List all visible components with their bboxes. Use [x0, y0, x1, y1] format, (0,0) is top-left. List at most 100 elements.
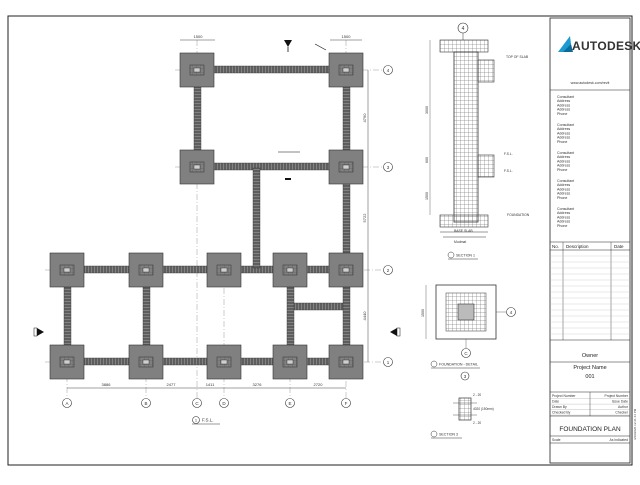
grid-bubble-label: C [195, 401, 199, 406]
consultant-line: Phone [557, 168, 567, 172]
revision-header-date: Date [614, 244, 624, 249]
consultant-line: Address [557, 187, 570, 191]
footing [328, 149, 364, 185]
consultant-line: Address [557, 164, 570, 168]
dimension-right: 4790 [362, 113, 367, 123]
footing-dimension: 1500 [421, 309, 425, 317]
scale-label: Scale [552, 438, 561, 442]
grid-bubble-f: F [341, 398, 351, 408]
consultant-line: Address [557, 136, 570, 140]
consultant-line: Consultant [557, 123, 574, 127]
section-label: Mudmat [454, 240, 466, 244]
sheet-info-value: Project Number [604, 394, 628, 398]
footing [128, 344, 164, 380]
sheet-info-label: Checked By [552, 411, 571, 415]
column-section-label: 2 - 20 [473, 421, 481, 425]
footing [49, 252, 85, 288]
grade-beams [63, 65, 351, 366]
sheet-info-value: Checker [615, 411, 628, 415]
sheet-info-value: Issue Date [612, 400, 628, 404]
dimension-bottom: 2720 [314, 382, 324, 387]
grid-lines [45, 40, 382, 398]
grid-bubble-e: E [285, 398, 295, 408]
plan-title-number: 1 [195, 418, 198, 423]
plan-title: 1 F.S.L. [192, 416, 220, 425]
footing [272, 344, 308, 380]
footing-title: FOUNDATION - DETAIL [439, 363, 478, 367]
footing-grid-letter: C [464, 351, 468, 356]
section-dimension: 600 [425, 157, 429, 163]
grid-bubble-label: D [222, 401, 226, 406]
column-section-title: SECTION 3 [439, 433, 458, 437]
section-title: SECTION 1 [456, 254, 475, 258]
consultant-line: Consultant [557, 179, 574, 183]
section-dimension: 1500 [425, 192, 429, 200]
footing [328, 344, 364, 380]
section-label: F.S.L. [504, 169, 513, 173]
consultant-line: Phone [557, 196, 567, 200]
dimension-top: 1500 [342, 34, 352, 39]
revision-header-description: Description [566, 244, 589, 249]
consultants-list: ConsultantAddressAddressAddressPhoneCons… [557, 95, 574, 228]
consultant-line: Address [557, 183, 570, 187]
footing [128, 252, 164, 288]
autodesk-logo: AUTODESK [558, 36, 640, 53]
dimension-right: 4440 [362, 311, 367, 321]
grid-bubble-4: 4 [383, 65, 393, 75]
plan-title-text: F.S.L. [202, 418, 214, 423]
print-timestamp: 3/29/2020 12:21:44 PM [633, 408, 637, 440]
footing [179, 149, 215, 185]
consultant-line: Address [557, 99, 570, 103]
section-label: F.S.L. [504, 152, 513, 156]
grid-bubble-label: 3 [387, 165, 390, 170]
scale-value: As indicated [610, 438, 629, 442]
section-label: FOUNDATION [507, 213, 530, 217]
dimension-bottom: 3886 [102, 382, 112, 387]
consultant-line: Phone [557, 112, 567, 116]
project-number-value: 001 [585, 374, 594, 380]
column-section: 3 2 - 20 4020 (150mm) 2 - 20 SECTION 3 [430, 371, 494, 439]
footing [206, 252, 242, 288]
footing [179, 52, 215, 88]
grid-bubble-label: F [345, 401, 348, 406]
autodesk-logo-text: AUTODESK [572, 39, 640, 53]
consultant-line: Address [557, 108, 570, 112]
dimension-text: 3886 2477 1411 3276 2720 4790 5722 4440 … [102, 34, 367, 387]
section-label: TOP OF SLAB [506, 55, 529, 59]
dimension-bottom: 3276 [253, 382, 263, 387]
footing [272, 252, 308, 288]
dimension-right: 5722 [362, 213, 367, 223]
owner-text: Owner [582, 353, 598, 359]
consultant-line: Address [557, 220, 570, 224]
footing [328, 252, 364, 288]
revision-header-no: No. [552, 244, 559, 249]
footings [49, 52, 364, 380]
consultant-line: Consultant [557, 151, 574, 155]
consultant-line: Address [557, 211, 570, 215]
column-section-marker: 3 [464, 374, 467, 379]
sheet-border [7, 15, 633, 466]
grid-bubble-2: 2 [383, 265, 393, 275]
section-label: BASE SLAB [454, 229, 473, 233]
section-marker-number: 4 [462, 26, 465, 32]
detail-views: 4 3000 600 1500 TOP OF SLAB F.S.L. F.S.L… [421, 22, 530, 439]
sheet-info-label: Drawn By [552, 405, 567, 409]
consultant-line: Consultant [557, 207, 574, 211]
consultant-line: Address [557, 159, 570, 163]
footing [206, 344, 242, 380]
grid-bubble-c: C [192, 398, 202, 408]
footing-grid-marker: 4 [510, 310, 513, 315]
consultant-line: Address [557, 131, 570, 135]
revision-table: No. Description Date [550, 242, 630, 340]
dimension-bottom: 2477 [167, 382, 177, 387]
title-block: AUTODESK www.autodesk.com/revit Consulta… [549, 17, 640, 464]
grid-bubble-label: B [144, 401, 147, 406]
website-text: www.autodesk.com/revit [571, 81, 610, 85]
